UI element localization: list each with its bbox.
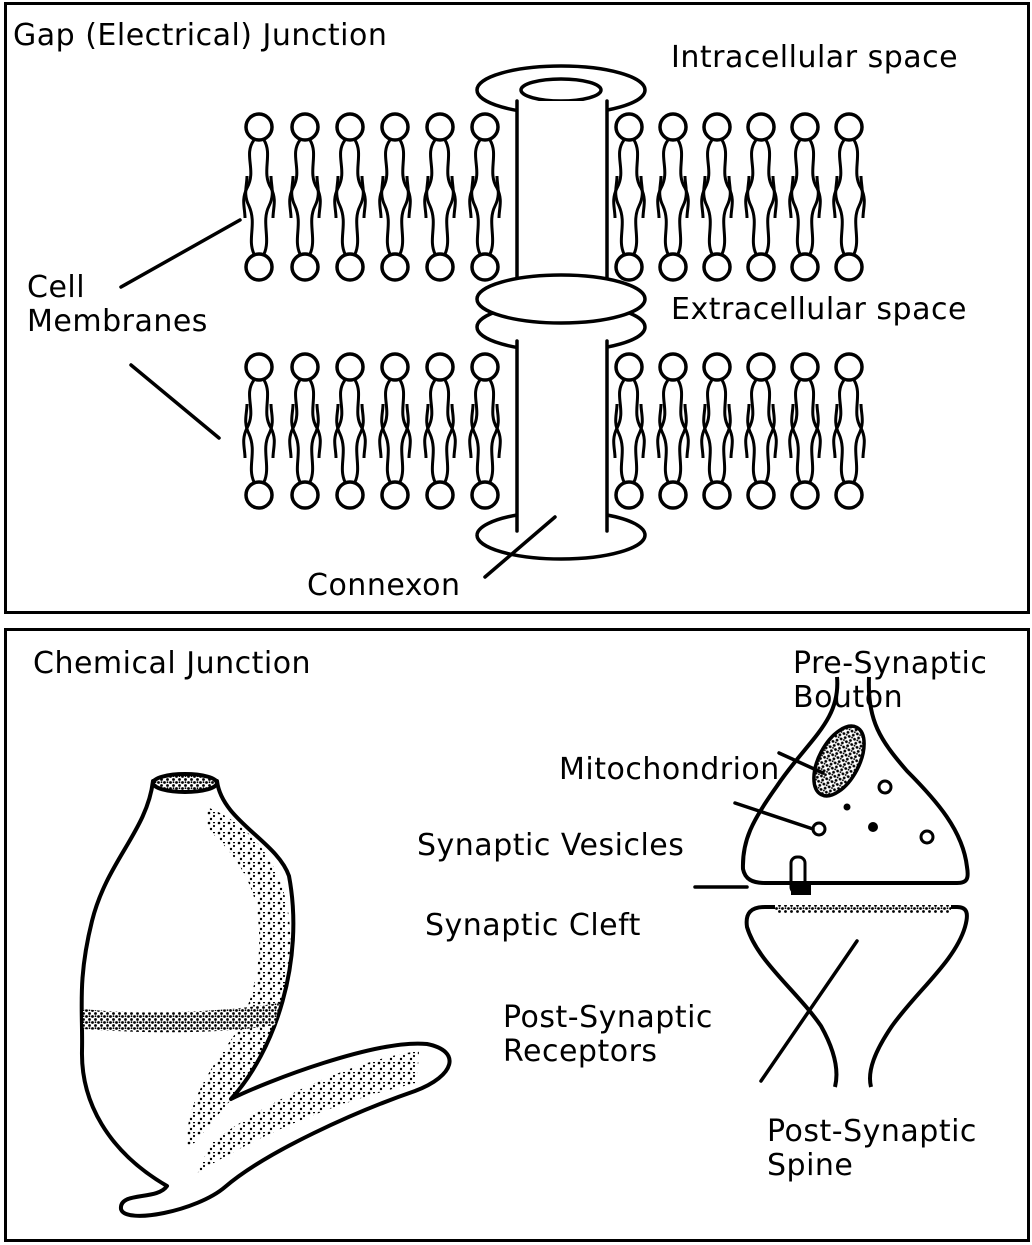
chemical-junction-title: Chemical Junction bbox=[33, 647, 311, 681]
mitochondrion-label: Mitochondrion bbox=[559, 753, 780, 787]
intracellular-label: Intracellular space bbox=[671, 41, 958, 75]
neuron-illustration bbox=[82, 774, 450, 1216]
phospholipid bbox=[792, 176, 819, 280]
post-synaptic-spine-label: Post-Synaptic Spine bbox=[767, 1115, 977, 1182]
phospholipid bbox=[337, 176, 364, 280]
phospholipid bbox=[748, 176, 775, 280]
phospholipid bbox=[382, 176, 409, 280]
gap-junction-panel: Gap (Electrical) Junction Intracellular … bbox=[4, 2, 1030, 614]
phospholipid bbox=[616, 176, 643, 280]
extracellular-label: Extracellular space bbox=[671, 293, 967, 327]
post-synaptic-receptors-label: Post-Synaptic Receptors bbox=[503, 1001, 713, 1068]
phospholipid bbox=[292, 176, 319, 280]
membrane-pointer-lower bbox=[131, 365, 219, 438]
connexon-label: Connexon bbox=[307, 569, 460, 603]
phospholipid bbox=[704, 176, 731, 280]
cell-membranes-label: Cell Membranes bbox=[27, 271, 208, 338]
phospholipid bbox=[472, 176, 499, 280]
synapse-illustration bbox=[695, 677, 968, 1087]
phospholipid bbox=[836, 176, 863, 280]
phospholipid bbox=[246, 176, 273, 280]
chemical-junction-panel: Chemical Junction Pre-Synaptic Bouton Mi… bbox=[4, 628, 1030, 1242]
phospholipid bbox=[427, 176, 454, 280]
synaptic-vesicles-label: Synaptic Vesicles bbox=[417, 829, 684, 863]
synaptic-cleft-label: Synaptic Cleft bbox=[425, 909, 641, 943]
receptors-pointer bbox=[761, 941, 857, 1081]
pre-synaptic-bouton-label: Pre-Synaptic Bouton bbox=[793, 647, 987, 714]
phospholipid bbox=[660, 176, 687, 280]
gap-junction-title: Gap (Electrical) Junction bbox=[13, 19, 387, 53]
